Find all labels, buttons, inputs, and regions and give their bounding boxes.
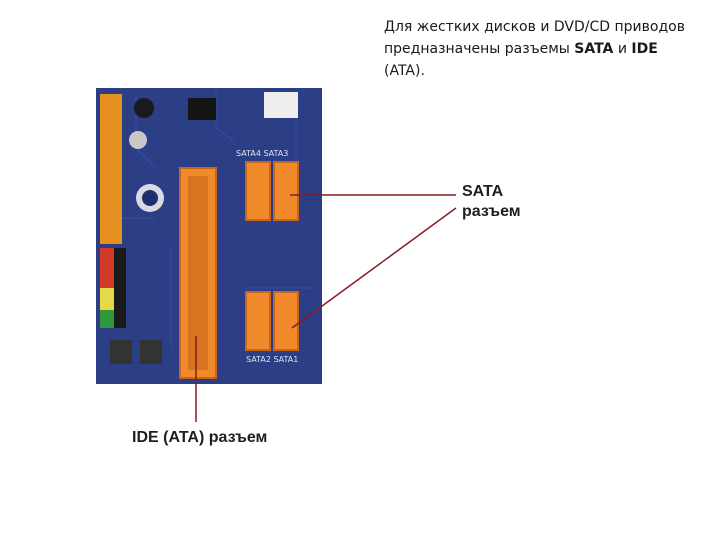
sata-label-line-1: SATA xyxy=(462,183,504,200)
silk-sata-bottom: SATA2 SATA1 xyxy=(246,355,298,364)
ide-connector xyxy=(179,167,217,379)
caption-sata: SATA xyxy=(574,41,614,57)
caption-and: и xyxy=(613,41,632,57)
board-button xyxy=(140,340,162,364)
caption-line-3: (ATA). xyxy=(384,63,425,79)
caption-line-1: Для жестких дисков и DVD/CD приводов xyxy=(384,19,685,35)
caption-ide: IDE xyxy=(631,41,658,57)
silk-sata-top: SATA4 SATA3 xyxy=(236,149,288,158)
capacitor xyxy=(134,98,154,118)
sata-label: SATA разъем xyxy=(462,182,521,222)
board-button xyxy=(110,340,132,364)
motherboard-photo: SATA4 SATA3 SATA2 SATA1 xyxy=(96,88,322,384)
ide-label: IDE (ATA) разъем xyxy=(132,429,268,446)
sata-label-line-2: разъем xyxy=(462,203,521,220)
header-pins xyxy=(100,94,126,328)
chip xyxy=(188,98,216,120)
capacitor xyxy=(129,131,147,149)
caption-line-2-prefix: предназначены разъемы xyxy=(384,41,575,57)
slide-caption: Для жестких дисков и DVD/CD приводов пре… xyxy=(384,16,704,82)
bios-chip xyxy=(264,92,298,118)
